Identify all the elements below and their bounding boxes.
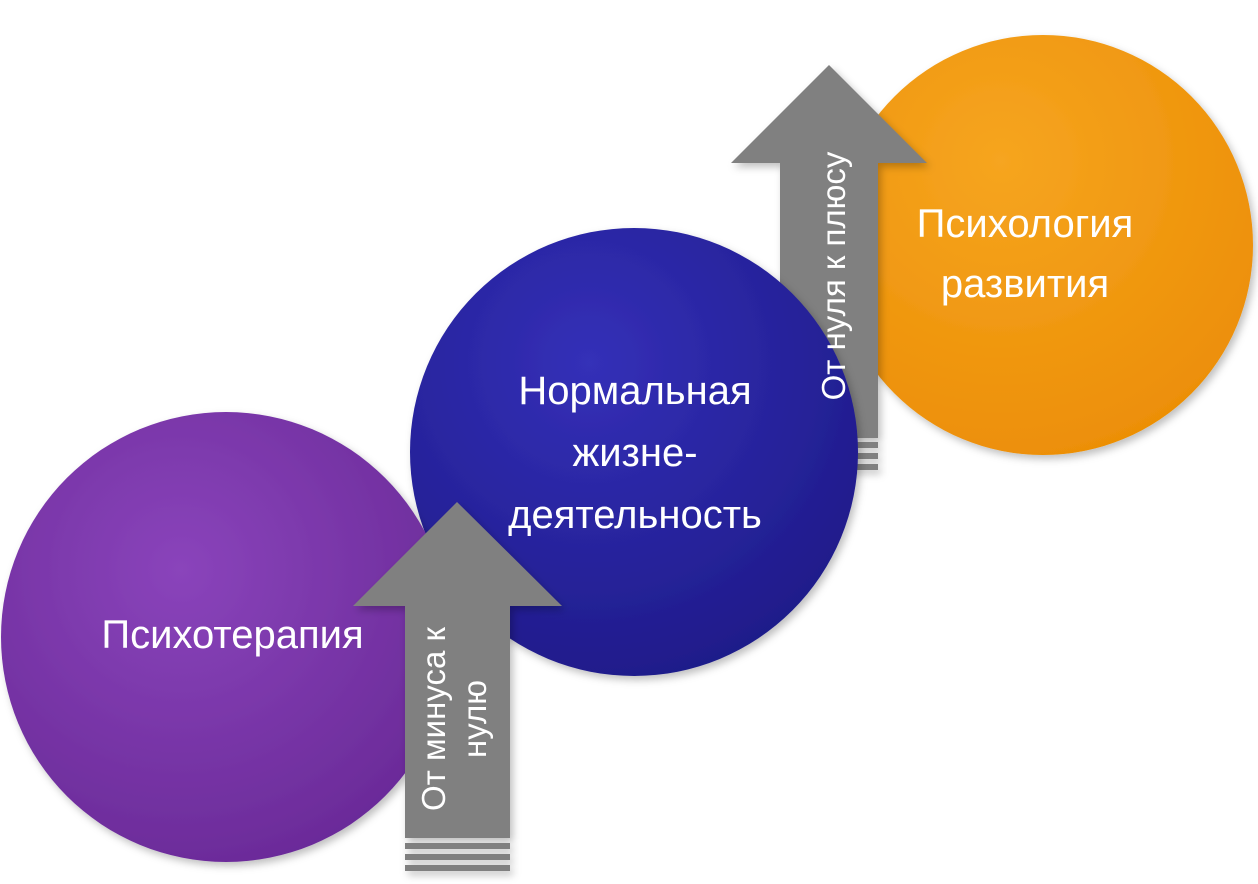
minus-to-zero-label-line-2: нулю <box>456 680 494 759</box>
psychotherapy-circle <box>1 412 451 862</box>
normal-life-label-line-2: жизне- <box>572 431 698 475</box>
zero-to-plus-label-line-1: От нуля к плюсу <box>815 151 852 401</box>
normal-life-circle <box>410 228 858 676</box>
minus-to-zero-label: От минуса к нулю <box>413 574 501 864</box>
development-label-line-2: развития <box>940 262 1110 306</box>
normal-life-label-line-3: деятельность <box>508 493 762 537</box>
normal-life-label: Нормальная жизне- деятельность <box>470 360 800 546</box>
development-circle <box>833 35 1253 455</box>
normal-life-label-line-1: Нормальная <box>518 369 752 413</box>
psychotherapy-label: Психотерапия <box>60 612 405 659</box>
development-label-line-1: Психология <box>916 202 1134 246</box>
arrow-minus-to-zero <box>353 502 562 871</box>
minus-to-zero-label-line-1: От минуса к <box>415 627 452 811</box>
zero-to-plus-label: От нуля к плюсу <box>813 131 857 421</box>
psychotherapy-label-text: Психотерапия <box>101 613 364 657</box>
development-label: Психология развития <box>880 194 1170 314</box>
